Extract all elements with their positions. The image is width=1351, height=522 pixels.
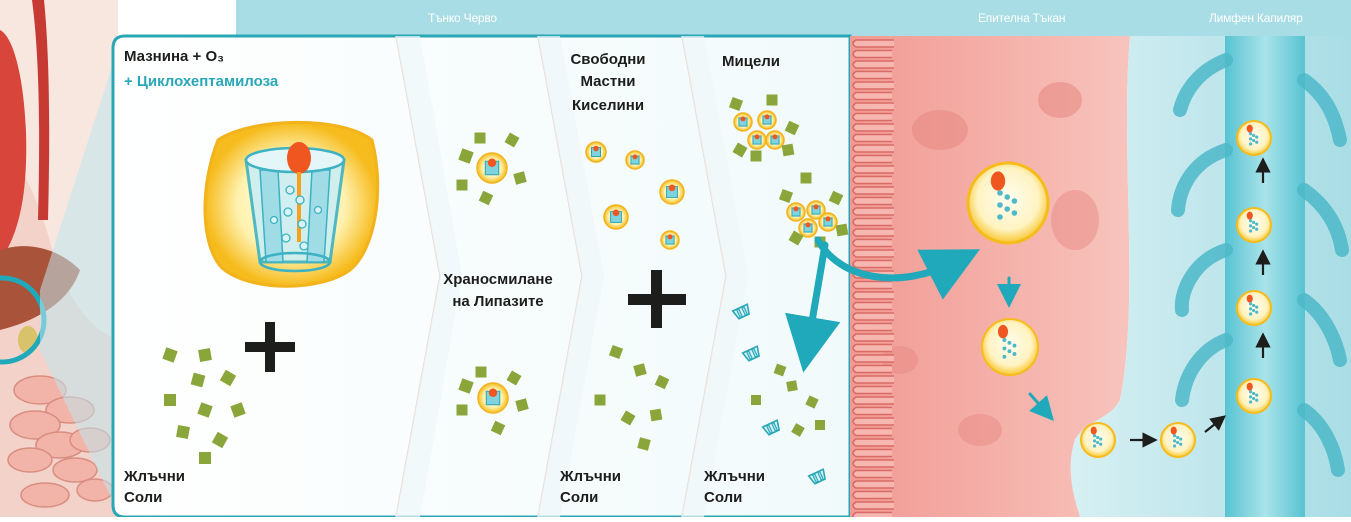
micelles-label: Мицели (722, 52, 780, 71)
header-lymph-capillary: Лимфен Капиляр (1209, 11, 1303, 25)
bile-salt-particle (475, 133, 486, 144)
villus (853, 313, 894, 320)
villus (853, 72, 892, 79)
villus (853, 198, 892, 205)
chylomicron-droplet (968, 163, 1048, 243)
villus (853, 135, 892, 142)
villus (853, 187, 894, 194)
villus (853, 450, 892, 457)
bile-salt-particle (767, 95, 778, 106)
free-fatty-acids-label-1: Свободни (566, 50, 650, 69)
free-fatty-acids-label-2: Мастни (566, 72, 650, 91)
villus (853, 250, 894, 257)
villus (853, 481, 894, 488)
villus (853, 82, 894, 89)
lipase-digestion-label: Храносмилане (440, 270, 556, 289)
bile-salts-label-3: Жлъчни (560, 467, 621, 486)
villus (853, 292, 894, 299)
villus (853, 61, 894, 68)
lymph-capillary-vessel (1225, 36, 1305, 517)
villus (853, 408, 892, 415)
bile-salts-label-1b: Соли (124, 488, 162, 507)
villus (853, 471, 892, 478)
bile-salt-particle (815, 420, 825, 430)
bile-salt-particle (176, 425, 190, 439)
villus (853, 492, 892, 499)
villus (853, 51, 892, 58)
header-band (236, 0, 1351, 36)
villus (853, 429, 892, 436)
villus (853, 324, 892, 331)
chylomicron-droplet (1161, 423, 1195, 457)
villus (853, 145, 894, 152)
chylomicron-droplet (1081, 423, 1115, 457)
villus (853, 40, 894, 47)
villus (853, 282, 892, 289)
fat-cyclodextrin-complex (205, 122, 378, 286)
free-fatty-acids-label-3: Киселини (566, 96, 650, 115)
fat-o3-label: Мазнина + O₃ (124, 47, 224, 66)
anatomy-illustration (0, 0, 118, 517)
villus (853, 177, 892, 184)
villus (853, 103, 894, 110)
bile-salt-particle (751, 395, 761, 405)
villus (853, 93, 892, 100)
bile-salt-particle (786, 380, 798, 392)
bile-salt-particle (199, 452, 211, 464)
bile-salts-label-4: Жлъчни (704, 467, 765, 486)
bile-salt-particle (476, 367, 487, 378)
chylomicron-droplet (1237, 291, 1271, 325)
villus (853, 240, 892, 247)
villus (853, 219, 892, 226)
villus (853, 387, 892, 394)
bile-salt-particle (836, 224, 849, 237)
bile-salt-particle (751, 151, 762, 162)
bile-salt-particle (457, 180, 468, 191)
villus (853, 229, 894, 236)
bile-salt-particle (782, 144, 795, 157)
villus (853, 114, 892, 121)
bile-salt-particle (198, 348, 212, 362)
villus (853, 124, 894, 131)
lipase-digestion-label-2: на Липазите (440, 292, 556, 311)
bile-salt-particle (457, 405, 468, 416)
bile-salt-particle (801, 173, 812, 184)
villus (853, 502, 894, 509)
cycloheptaamylose-label: + Циклохептамилоза (124, 72, 278, 91)
header-epithelial-tissue: Епителна Тъкан (978, 11, 1065, 25)
bile-salts-label-4b: Соли (704, 488, 742, 507)
villus (853, 334, 894, 341)
villus (853, 513, 892, 518)
bile-salt-particle (164, 394, 176, 406)
villus (853, 460, 894, 467)
villus (853, 439, 894, 446)
villus (853, 376, 894, 383)
villus (853, 156, 892, 163)
bile-salt-particle (595, 395, 606, 406)
header-small-intestine: Тънко Черво (428, 11, 497, 25)
villus (853, 208, 894, 215)
bile-salt-particle (650, 409, 663, 422)
villus (853, 366, 892, 373)
bile-salts-label-1: Жлъчни (124, 467, 185, 486)
villus (853, 345, 892, 352)
villus (853, 166, 894, 173)
bile-salts-label-3b: Соли (560, 488, 598, 507)
villus (853, 355, 894, 362)
chylomicron-droplet (1237, 379, 1271, 413)
villus (853, 418, 894, 425)
chylomicron-droplet (1237, 121, 1271, 155)
villus (853, 303, 892, 310)
chylomicron-droplet (1237, 208, 1271, 242)
villus (853, 397, 894, 404)
chylomicron-droplet (982, 319, 1038, 375)
villus (853, 261, 892, 268)
